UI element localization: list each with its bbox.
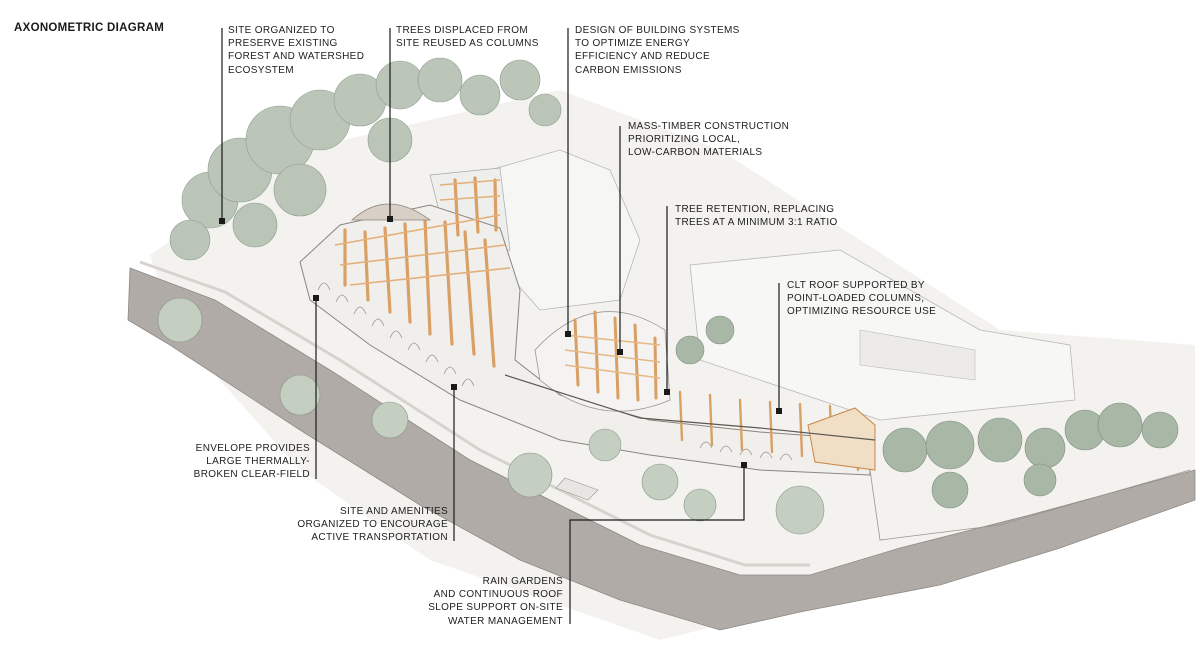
forest-trees [169, 57, 562, 261]
right-pavilion [807, 407, 876, 471]
callout-tree-retention: TREE RETENTION, REPLACING TREES AT A MIN… [675, 204, 838, 229]
street-trees [157, 297, 825, 535]
diagram-title: AXONOMETRIC DIAGRAM [14, 22, 165, 34]
timber-structure-center [573, 310, 658, 402]
callout-envelope: ENVELOPE PROVIDES LARGE THERMALLY- BROKE… [193, 443, 310, 481]
callout-clt-roof: CLT ROOF SUPPORTED BY POINT-LOADED COLUM… [787, 280, 937, 318]
callout-mass-timber: MASS-TIMBER CONSTRUCTION PRIORITIZING LO… [628, 121, 790, 159]
callout-building-systems: DESIGN OF BUILDING SYSTEMS TO OPTIMIZE E… [575, 25, 740, 76]
callout-preserve-forest: SITE ORGANIZED TO PRESERVE EXISTING FORE… [228, 25, 365, 76]
roof-slab [504, 374, 876, 441]
arched-facade [317, 282, 793, 461]
timber-structure-left [343, 176, 498, 368]
leader-dots [219, 216, 782, 468]
callout-active-transportation: SITE AND AMENITIES ORGANIZED TO ENCOURAG… [297, 506, 448, 544]
dome-roof [350, 203, 432, 221]
retained-trees [675, 315, 1179, 509]
callout-rain-gardens: RAIN GARDENS AND CONTINUOUS ROOF SLOPE S… [428, 576, 563, 627]
timber-beams-left [334, 179, 511, 286]
leader-lines [221, 28, 780, 624]
callout-trees-as-columns: TREES DISPLACED FROM SITE REUSED AS COLU… [396, 25, 539, 50]
curb-right [869, 469, 1191, 541]
crosswalk [555, 477, 599, 501]
